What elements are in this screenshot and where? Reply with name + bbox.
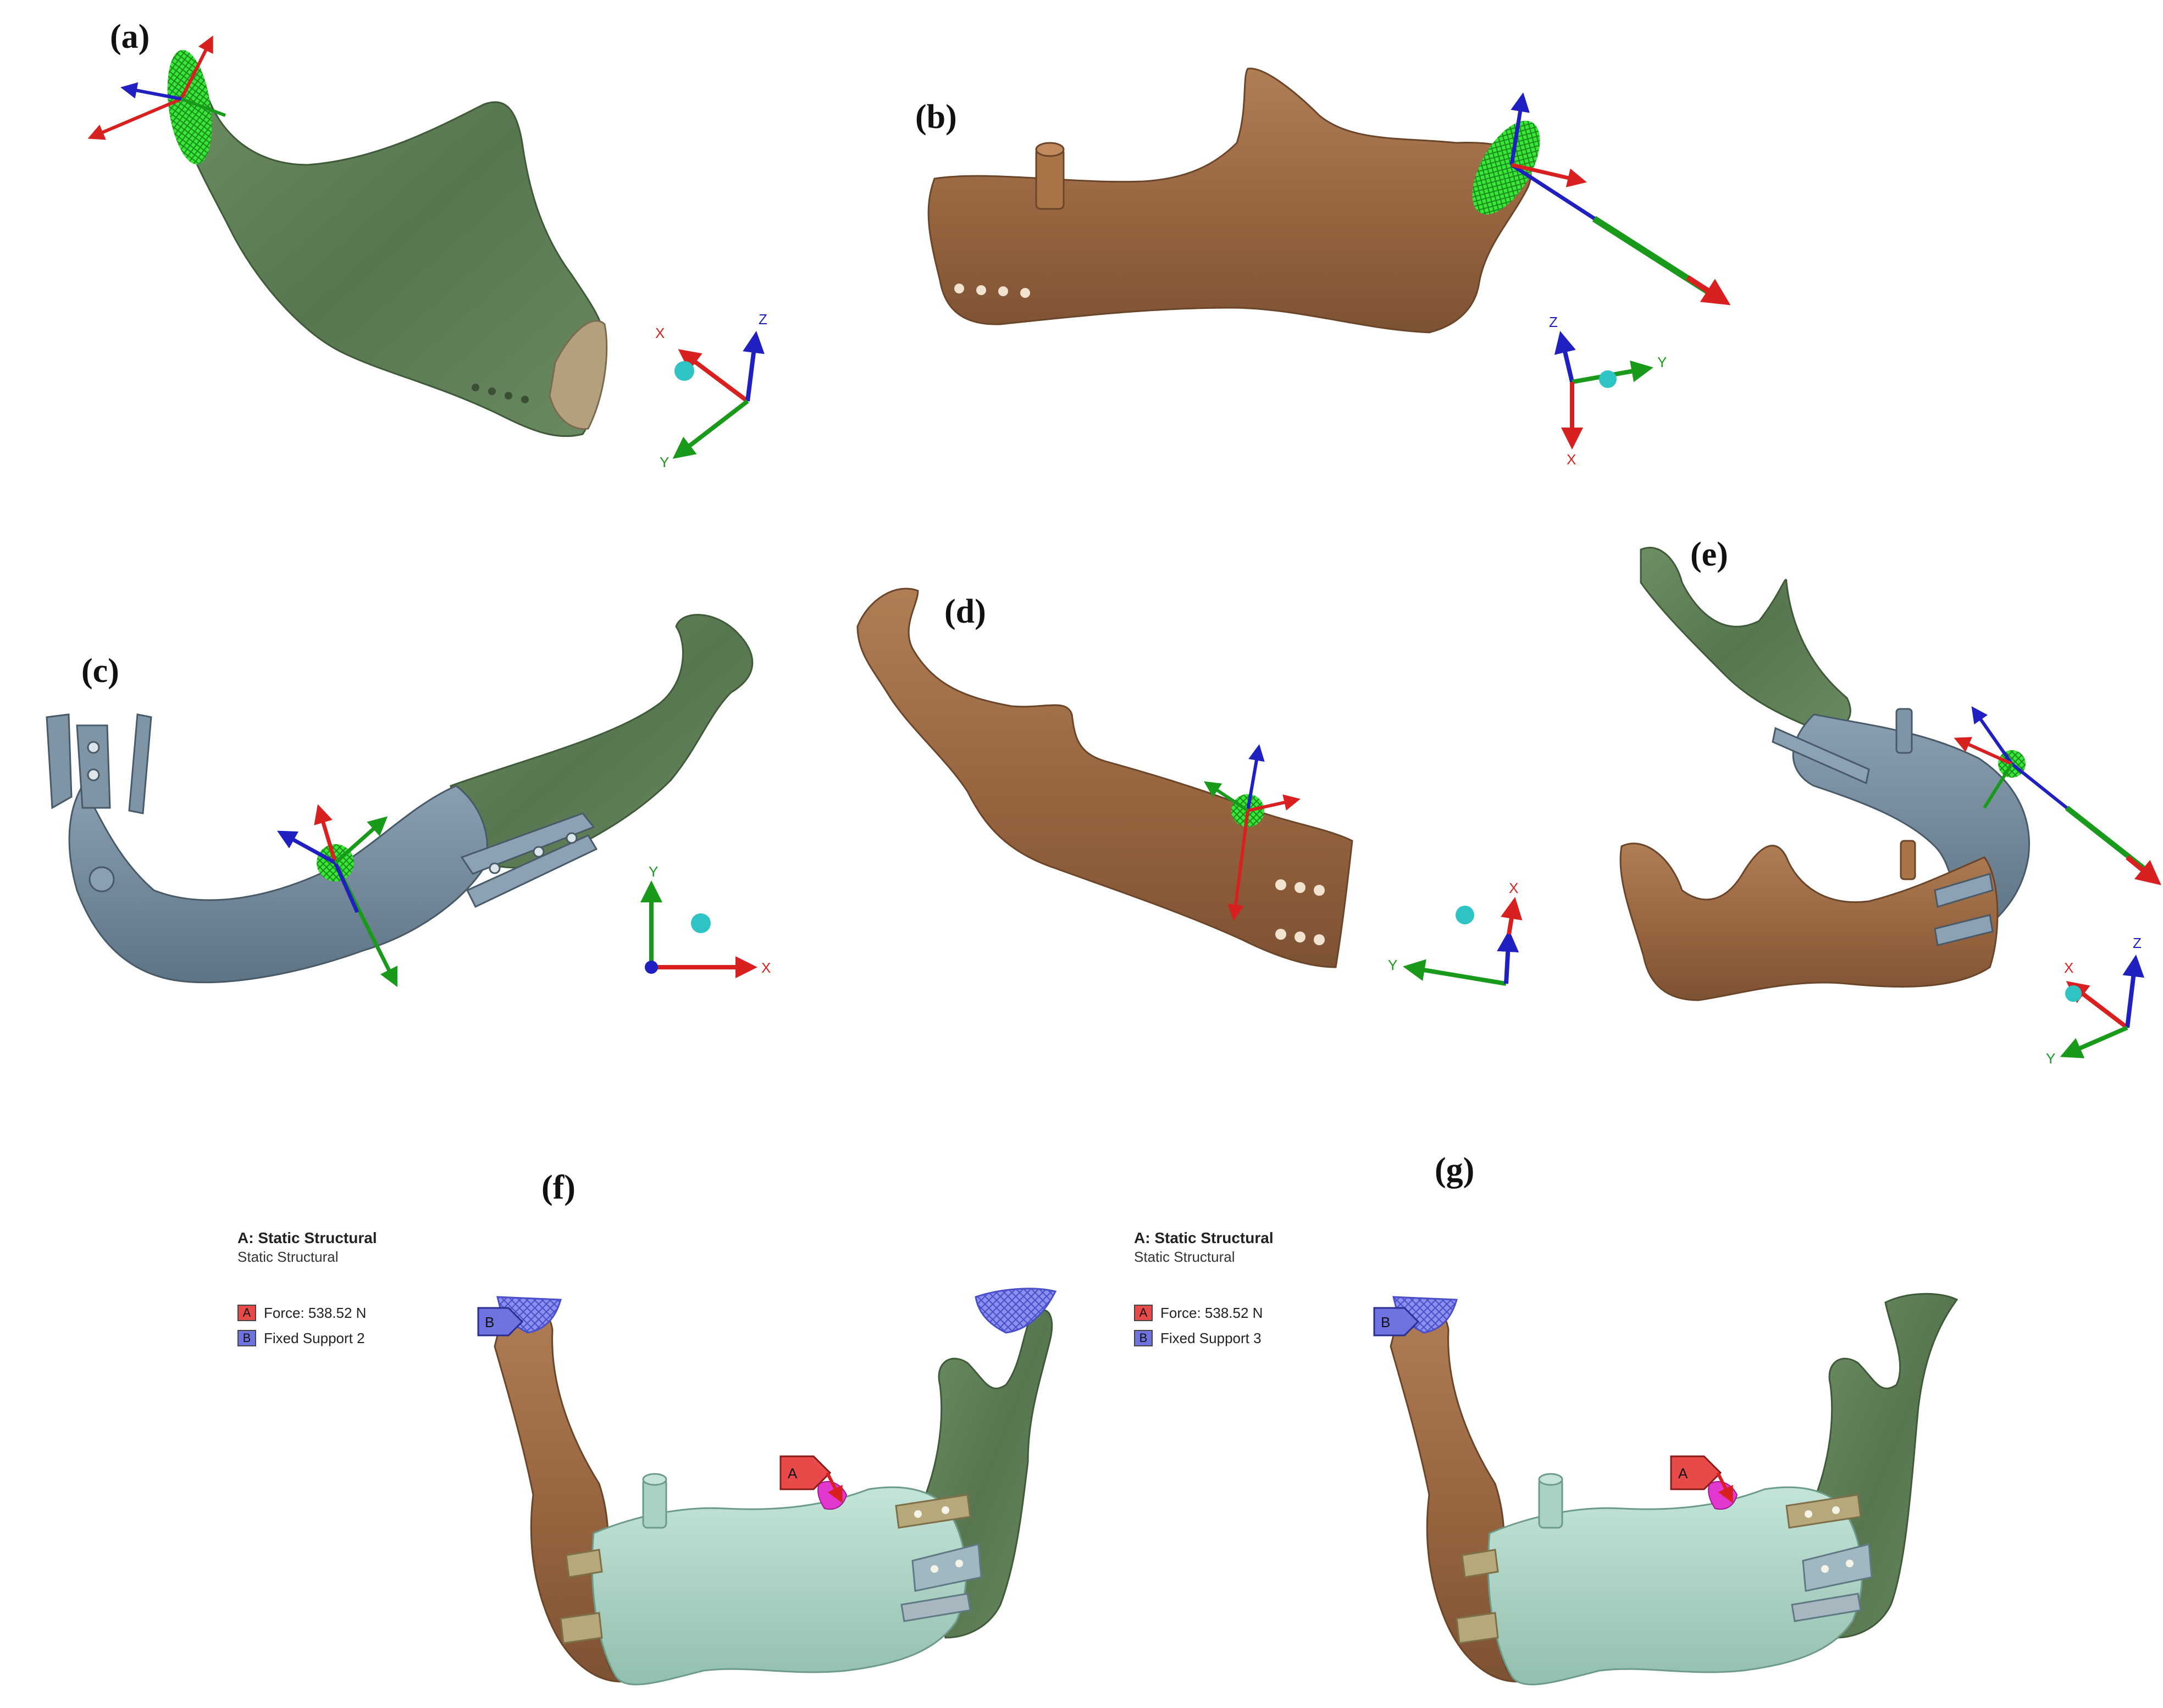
force-marker-icon: A xyxy=(237,1305,256,1321)
legend-item-label: Force: 538.52 N xyxy=(264,1305,367,1321)
fe-model-f: A B xyxy=(477,1288,1057,1685)
legend-g: A: Static Structural Static Structural A… xyxy=(1134,1229,1274,1351)
implant-post xyxy=(1895,708,1913,754)
legend-item-force: A Force: 538.52 N xyxy=(237,1300,377,1326)
legend-item-support: B Fixed Support 2 xyxy=(237,1326,377,1351)
legend-title: A: Static Structural xyxy=(1134,1229,1274,1246)
cut-surface xyxy=(549,320,608,430)
support-marker-icon: B xyxy=(1134,1330,1153,1346)
fixation-plate xyxy=(1456,1494,1873,1644)
legend-subtitle: Static Structural xyxy=(1134,1249,1235,1265)
panel-label-e: (e) xyxy=(1690,536,1728,573)
legend-item-label: Force: 538.52 N xyxy=(1160,1305,1263,1321)
axis-label-x: X xyxy=(2064,960,2073,976)
support-tag-b: B xyxy=(477,1307,524,1337)
legend-item-label: Fixed Support 3 xyxy=(1160,1330,1262,1346)
fe-model-g: A B xyxy=(1373,1293,1959,1685)
implant-body xyxy=(68,784,488,984)
triad-c: Y X xyxy=(640,863,771,978)
bone-model-d xyxy=(856,587,1353,968)
legend-f: A: Static Structural Static Structural A… xyxy=(237,1229,377,1351)
bone-model-b xyxy=(927,68,1731,334)
support-tag-letter: B xyxy=(1381,1314,1390,1330)
force-tag-a: A xyxy=(1670,1455,1733,1504)
fixation-plate xyxy=(560,1494,982,1644)
legend-subtitle: Static Structural xyxy=(237,1249,339,1265)
bone-segment-brown xyxy=(1619,842,1999,1001)
legend-item-force: A Force: 538.52 N xyxy=(1134,1300,1274,1326)
bone-segment-green xyxy=(175,53,607,437)
fixation-plate xyxy=(460,812,598,908)
axis-label-x: X xyxy=(655,325,665,341)
implant-body xyxy=(1487,1486,1863,1685)
axis-label-y: Y xyxy=(649,863,658,880)
axis-label-z: Z xyxy=(759,311,767,328)
screw-holes xyxy=(1275,879,1325,945)
assembly-model-c xyxy=(46,614,754,988)
support-marker-icon: B xyxy=(237,1330,256,1346)
force-tag-letter: A xyxy=(788,1465,798,1482)
local-axes-b xyxy=(1509,92,1731,306)
legend-item-label: Fixed Support 2 xyxy=(264,1330,365,1346)
triad-e: X Z Y xyxy=(2046,935,2145,1067)
assembly-model-e xyxy=(1619,546,2161,1001)
local-axes-c xyxy=(276,804,398,988)
bone-segment-green xyxy=(1640,546,1851,732)
bone-segment-green xyxy=(450,614,754,869)
implant-post xyxy=(1900,840,1916,880)
triad-d: Y X xyxy=(1388,880,1523,986)
selected-face xyxy=(167,49,212,165)
axis-label-x: X xyxy=(761,960,771,976)
axis-label-y: Y xyxy=(1657,354,1667,370)
axis-label-x: X xyxy=(1567,451,1576,468)
support-tag-b: B xyxy=(1373,1307,1420,1337)
local-axes-d xyxy=(1204,744,1301,921)
screw-holes xyxy=(472,384,529,403)
local-axes-a xyxy=(87,35,226,140)
axis-label-y: Y xyxy=(1388,957,1397,973)
local-axes-e xyxy=(1954,706,2161,885)
triad-a: X Z Y xyxy=(655,311,767,470)
panel-label-d: (d) xyxy=(944,593,986,630)
axis-label-y: Y xyxy=(660,454,669,470)
triad-b: Z Y X xyxy=(1549,314,1667,468)
panel-label-f: (f) xyxy=(541,1169,576,1206)
panel-label-b: (b) xyxy=(915,98,957,136)
fixed-support-region xyxy=(975,1288,1057,1334)
axis-label-z: Z xyxy=(2133,935,2142,951)
axis-label-y: Y xyxy=(2046,1050,2055,1067)
force-marker-icon: A xyxy=(1134,1305,1153,1321)
force-tag-letter: A xyxy=(1678,1465,1688,1482)
legend-title: A: Static Structural xyxy=(237,1229,377,1246)
implant-flange xyxy=(46,713,152,892)
force-tag-a: A xyxy=(779,1455,843,1504)
legend-item-support: B Fixed Support 3 xyxy=(1134,1326,1274,1351)
implant-post xyxy=(1035,147,1065,210)
implant-body xyxy=(591,1486,967,1685)
axis-label-x: X xyxy=(1509,880,1518,896)
panel-label-a: (a) xyxy=(110,18,150,56)
bone-segment-brown xyxy=(856,587,1353,968)
panel-label-c: (c) xyxy=(81,652,119,690)
screw-holes xyxy=(954,284,1030,298)
bone-segment-brown xyxy=(927,68,1532,334)
panel-label-g: (g) xyxy=(1435,1151,1475,1189)
bone-model-a xyxy=(87,35,608,437)
selected-face xyxy=(1472,120,1540,215)
support-tag-letter: B xyxy=(485,1314,494,1330)
fixation-plate xyxy=(1772,727,1994,946)
axis-label-z: Z xyxy=(1549,314,1558,330)
